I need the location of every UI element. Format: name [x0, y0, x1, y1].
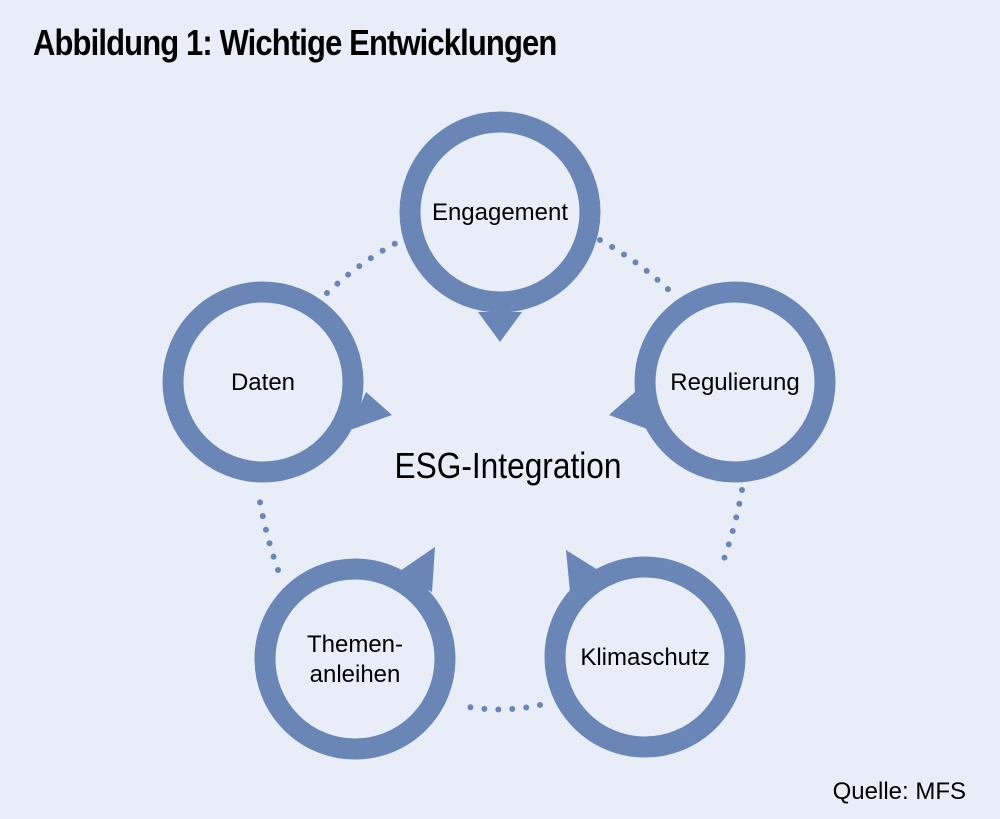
- node-label: Daten: [231, 369, 295, 396]
- node-ring: [634, 281, 836, 483]
- dotted-connector-klimaschutz-themenanleihen: [455, 702, 543, 713]
- node-label: Klimaschutz: [580, 644, 709, 671]
- center-label: ESG-Integration: [394, 446, 621, 486]
- dotted-connector-engagement-regulierung: [597, 237, 675, 296]
- speech-pointer: [566, 550, 606, 592]
- node-label: Regulierung: [670, 369, 799, 396]
- node-label: Engagement: [432, 199, 568, 226]
- node-label-line: Daten: [231, 369, 295, 396]
- dotted-connector-regulierung-klimaschutz: [717, 487, 745, 573]
- node-label-line: Themen-: [307, 631, 403, 658]
- source-note: Quelle: MFS: [832, 778, 966, 805]
- node-ring: [254, 558, 456, 760]
- node-label: Themen-anleihen: [307, 631, 403, 688]
- node-label-line: Regulierung: [670, 369, 799, 396]
- node-ring: [399, 111, 601, 313]
- speech-pointer: [397, 547, 435, 592]
- dotted-connectors: [255, 237, 745, 713]
- node-label-line: Klimaschutz: [580, 644, 709, 671]
- node-ring: [544, 556, 746, 758]
- speech-pointer: [609, 392, 650, 430]
- node-daten: Daten: [162, 281, 392, 483]
- speech-pointer: [350, 392, 392, 430]
- node-regulierung: Regulierung: [609, 281, 836, 483]
- dotted-connector-daten-engagement: [324, 239, 401, 296]
- node-label-line: Engagement: [432, 199, 568, 226]
- node-ring: [162, 281, 364, 483]
- node-themenanleihen: Themen-anleihen: [254, 547, 456, 760]
- speech-pointer: [478, 312, 522, 342]
- node-label-line: anleihen: [310, 661, 401, 688]
- node-engagement: Engagement: [399, 111, 601, 342]
- figure-title: Abbildung 1: Wichtige Entwicklungen: [33, 22, 557, 63]
- node-klimaschutz: Klimaschutz: [544, 550, 746, 758]
- dotted-connector-themenanleihen-daten: [255, 487, 281, 573]
